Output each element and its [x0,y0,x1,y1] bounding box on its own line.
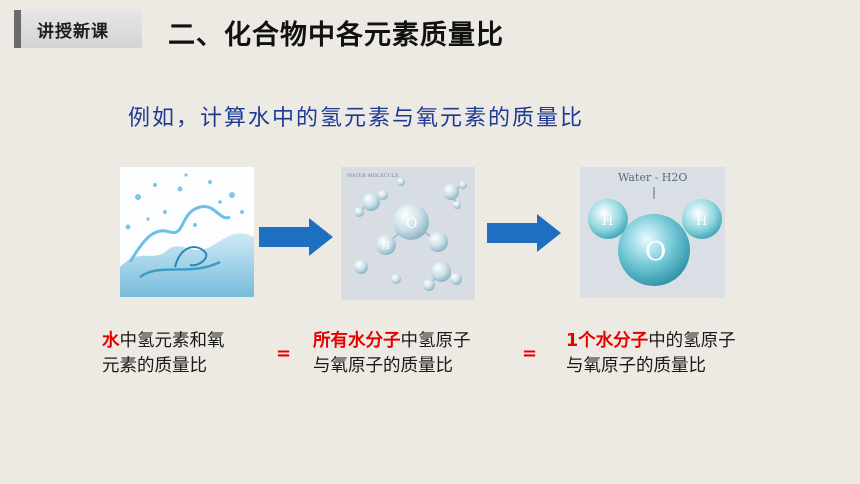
page-title: 二、化合物中各元素质量比 [168,20,504,51]
description-text: 与氧原子的质量比 [313,356,453,376]
water-molecules-image: WATER MOLECULE O H [341,167,475,300]
molecule-h-label: H [382,242,390,252]
arrow-right-icon [487,213,563,257]
equals-sign: = [276,343,292,364]
section-tag-label: 讲授新课 [37,21,109,42]
water-splash-image [120,167,254,297]
h2o-caption: Water - H2O [618,171,687,184]
section-tag: 讲授新课 [14,10,142,48]
description-all-molecules: 所有水分子中氢原子 与氧原子的质量比 [313,329,513,379]
arrow-right-icon [259,217,335,261]
highlight-text: 1个水分子 [566,331,649,351]
description-text: 元素的质量比 [102,356,207,376]
description-text: 中氢元素和氧 [119,331,225,351]
description-water: 水中氢元素和氧 元素的质量比 [102,329,262,379]
h2o-h-left-label: H [602,214,613,229]
equals-sign: = [522,343,538,364]
description-text: 与氧原子的质量比 [566,356,706,376]
molecules-caption: WATER MOLECULE [347,173,399,179]
description-one-molecule: 1个水分子中的氢原子 与氧原子的质量比 [566,329,786,379]
description-text: 中氢原子 [400,331,471,351]
highlight-text: 所有水分子 [313,331,401,351]
highlight-text: 水 [102,331,120,351]
h2o-o-label: O [645,237,666,267]
molecule-o-label: O [406,216,417,232]
h2o-molecule-image: Water - H2O O H H [580,167,725,298]
h2o-h-right-label: H [696,214,707,229]
description-text: 中的氢原子 [648,331,736,351]
example-subtitle: 例如，计算水中的氢元素与氧元素的质量比 [128,106,585,131]
